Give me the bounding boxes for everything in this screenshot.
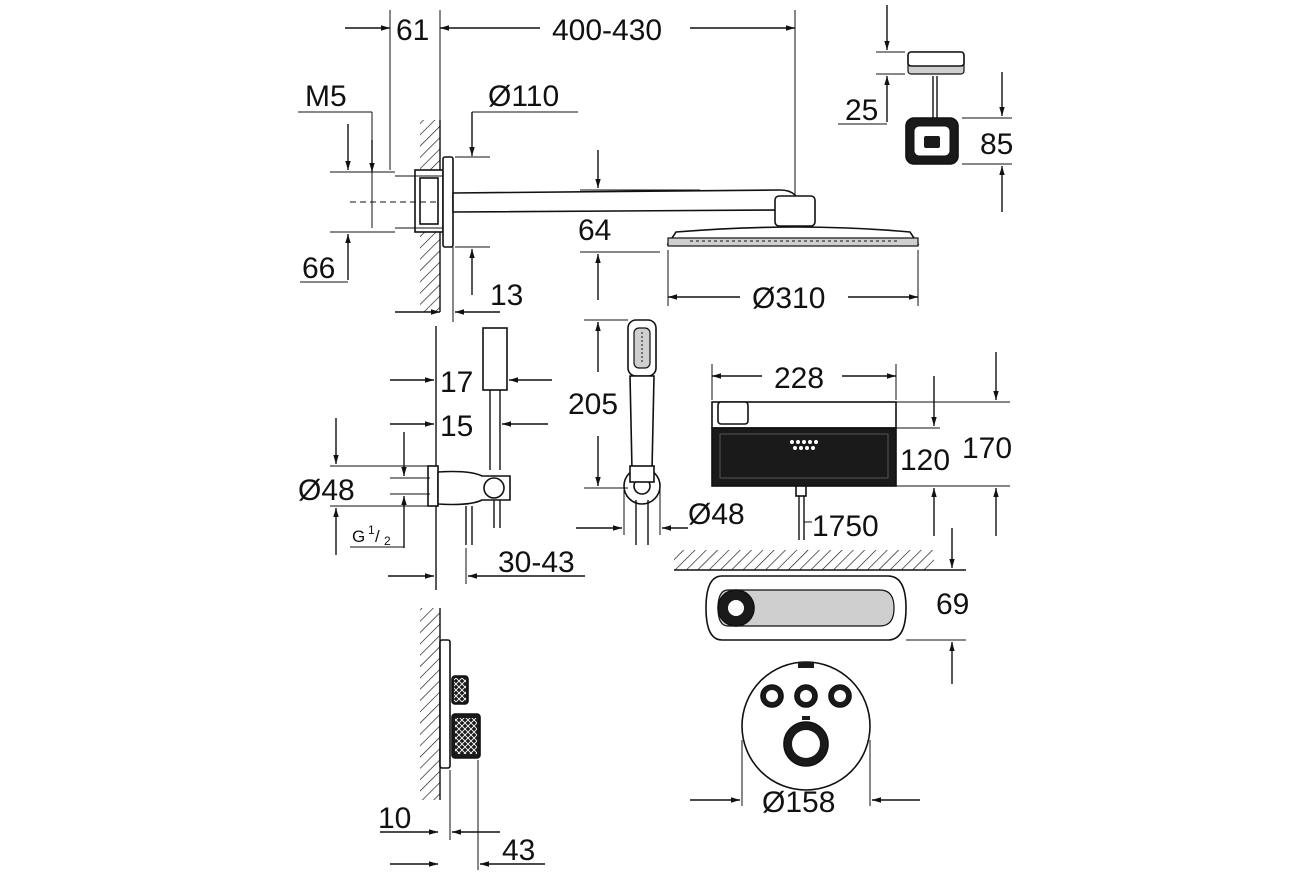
thread-den: 2 xyxy=(384,534,391,548)
thermostat-front-view: Ø158 xyxy=(690,661,920,819)
thread-num: 1 xyxy=(368,523,375,537)
dim-d48-left: Ø48 xyxy=(298,474,355,507)
dim-d158: Ø158 xyxy=(762,786,835,819)
dim-d110: Ø110 xyxy=(488,80,559,113)
dim-13: 13 xyxy=(490,279,523,312)
dim-205: 205 xyxy=(568,388,618,421)
connection-box-view: 25 85 xyxy=(838,5,1013,212)
head-shower-view: 61 400-430 M5 66 Ø110 13 64 xyxy=(298,10,920,322)
dim-170: 170 xyxy=(962,432,1012,465)
thread-g: G xyxy=(352,527,365,546)
dim-69: 69 xyxy=(936,588,969,621)
concealed-side-view: 10 43 xyxy=(378,608,545,870)
shelf-controller-view: 228 120 170 1750 xyxy=(711,352,1012,543)
dim-m5: M5 xyxy=(305,80,347,113)
shelf-top-view: 69 xyxy=(674,528,969,684)
dim-120: 120 xyxy=(900,444,950,477)
led-dots xyxy=(790,440,818,450)
dim-228: 228 xyxy=(774,362,824,395)
dim-66: 66 xyxy=(302,252,335,285)
dim-15: 15 xyxy=(440,410,473,443)
dim-10: 10 xyxy=(378,802,411,835)
dim-17: 17 xyxy=(440,366,473,399)
dim-61: 61 xyxy=(396,14,429,47)
dim-30-43: 30-43 xyxy=(498,546,575,579)
dim-400-430: 400-430 xyxy=(552,14,662,47)
dim-25: 25 xyxy=(845,94,878,127)
dim-1750: 1750 xyxy=(812,510,879,543)
dim-43: 43 xyxy=(502,834,535,867)
dim-64: 64 xyxy=(578,214,611,247)
dim-d310: Ø310 xyxy=(752,282,825,315)
thread-sep: / xyxy=(375,527,380,546)
dim-d48-hand: Ø48 xyxy=(688,498,745,531)
wall-outlet-view: 17 15 Ø48 G 1 / 2 30-43 xyxy=(298,326,585,590)
hand-shower-view: 205 Ø48 xyxy=(568,319,745,545)
dim-85: 85 xyxy=(980,128,1013,161)
